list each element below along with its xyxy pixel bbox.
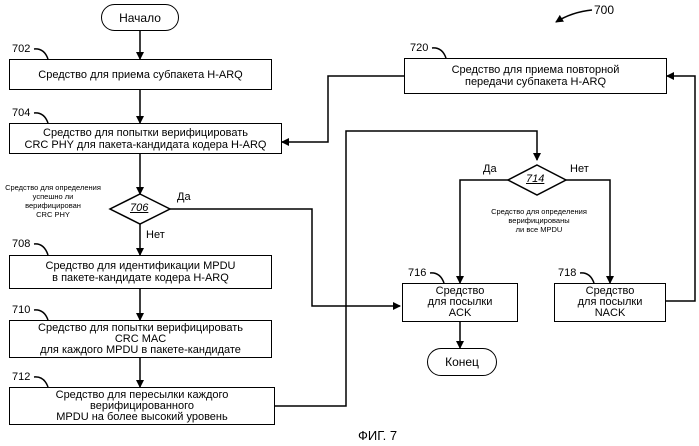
figure-caption: ФИГ. 7 (358, 428, 397, 443)
box-702-receive-subpacket: Средство для приема субпакета H-ARQ (9, 59, 272, 90)
decision-714-note-line-3: ли все MPDU (474, 225, 604, 234)
ref-704: 704 (12, 107, 30, 119)
box-708-identify-mpdu: Средство для идентификации MPDU в пакете… (9, 255, 272, 289)
figure-ref-number: 700 (594, 3, 614, 17)
box-702-line-1: Средство для приема субпакета H-ARQ (38, 69, 242, 81)
decision-706-note-line-2: успешно ли (0, 192, 106, 201)
box-712-line-3: MPDU на более высокий уровень (56, 412, 227, 423)
box-712-line-2: верифицированного (90, 401, 194, 412)
decision-706-note-line-1: Средство для определения (0, 183, 106, 192)
ref-720: 720 (410, 42, 428, 54)
ref-716: 716 (408, 267, 426, 279)
ref-leader-720 (432, 48, 446, 58)
box-704-line-2: CRC PHY для пакета-кандидата кодера H-AR… (25, 139, 267, 151)
box-708-line-1: Средство для идентификации MPDU (46, 260, 236, 272)
ref-718: 718 (558, 267, 576, 279)
decision-714-no-label: Нет (570, 163, 589, 175)
ref-leader-712 (34, 377, 48, 387)
ref-710: 710 (12, 304, 30, 316)
box-718-send-nack: Средство для посылки NACK (554, 283, 666, 322)
box-710-line-2: CRC MAC (115, 334, 166, 345)
figure-ref-arrow (556, 10, 592, 22)
start-terminal: Начало (101, 4, 179, 31)
ref-708: 708 (12, 238, 30, 250)
decision-706-no-label: Нет (146, 229, 165, 241)
decision-714-label: 714 (526, 173, 544, 185)
box-716-send-ack: Средство для посылки ACK (402, 283, 518, 322)
arrow-718-720 (666, 76, 695, 301)
box-712-forward-mpdu: Средство для пересылки каждого верифицир… (9, 387, 275, 425)
box-720-line-1: Средство для приема повторной (452, 64, 620, 76)
decision-714-note: Средство для определения верифицированы … (474, 207, 604, 234)
box-720-line-2: передачи субпакета H-ARQ (465, 76, 606, 88)
ref-leader-702 (34, 49, 48, 59)
ref-712: 712 (12, 371, 30, 383)
decision-706-note-line-3: верифицирован (0, 201, 106, 210)
box-716-line-3: ACK (449, 308, 472, 319)
decision-706-note-line-4: CRC PHY (0, 210, 106, 219)
box-710-line-1: Средство для попытки верифицировать (38, 323, 243, 334)
ref-leader-710 (34, 310, 48, 320)
decision-714-yes-label: Да (483, 163, 497, 175)
end-terminal: Конец (427, 348, 497, 376)
decision-714-note-line-1: Средство для определения (474, 207, 604, 216)
ref-leader-718 (580, 273, 594, 283)
box-720-receive-retransmission: Средство для приема повторной передачи с… (404, 58, 667, 94)
ref-leader-716 (430, 273, 444, 283)
arrow-720-704 (282, 76, 404, 142)
box-710-line-3: для каждого MPDU в пакете-кандидате (40, 345, 241, 356)
decision-706-note: Средство для определения успешно ли вери… (0, 183, 106, 219)
box-712-line-1: Средство для пересылки каждого (56, 390, 229, 401)
box-704-verify-crc-phy: Средство для попытки верифицировать CRC … (9, 123, 282, 154)
ref-leader-704 (34, 113, 48, 123)
decision-706-label: 706 (130, 202, 148, 214)
box-718-line-3: NACK (595, 308, 626, 319)
decision-714-note-line-2: верифицированы (474, 216, 604, 225)
ref-leader-708 (34, 244, 48, 255)
box-704-line-1: Средство для попытки верифицировать (43, 127, 248, 139)
arrow-712-714 (275, 131, 537, 406)
ref-702: 702 (12, 43, 30, 55)
box-710-verify-crc-mac: Средство для попытки верифицировать CRC … (9, 320, 272, 358)
decision-706-yes-label: Да (177, 191, 191, 203)
box-708-line-2: в пакете-кандидате кодера H-ARQ (52, 272, 229, 284)
